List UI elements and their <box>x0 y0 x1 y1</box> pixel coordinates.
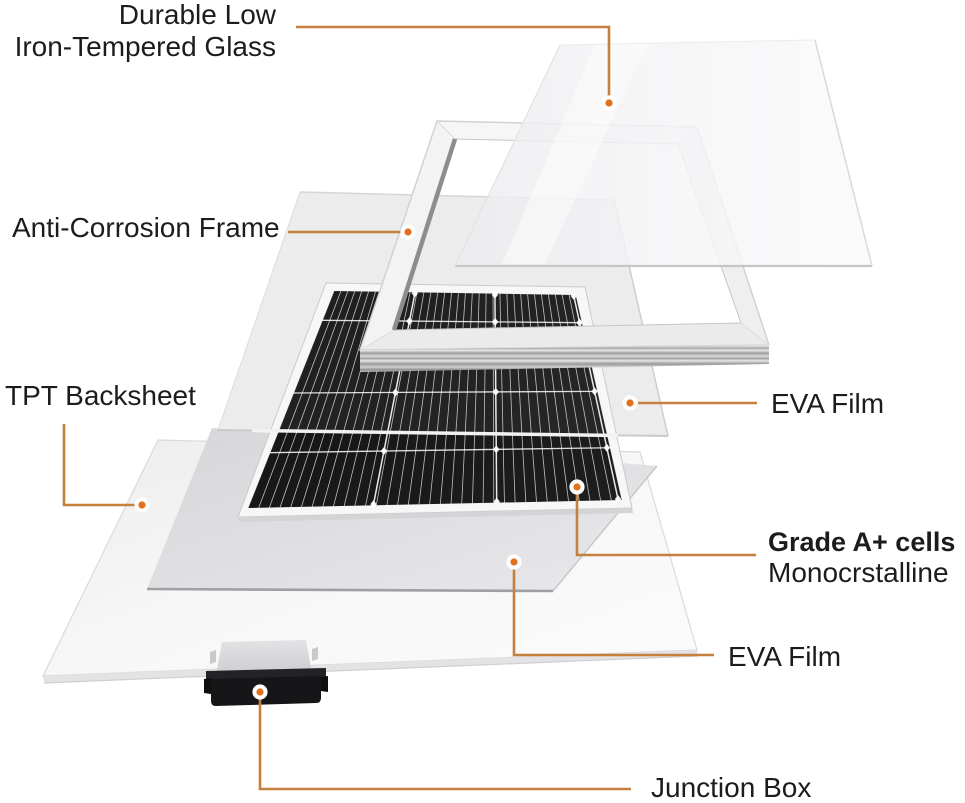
busbar-marker <box>491 290 499 299</box>
leader-dots <box>134 95 638 700</box>
busbar-marker <box>392 388 399 397</box>
leader-line-glass <box>296 25 611 97</box>
busbar-marker <box>493 497 500 506</box>
label-cells-title: Grade A+ cells <box>768 527 955 557</box>
busbar-marker <box>370 500 377 509</box>
busbar-marker <box>591 387 598 396</box>
busbar-marker <box>603 443 611 452</box>
leader-dot-cells <box>569 479 585 495</box>
leader-dot-eva-bottom <box>506 554 522 570</box>
junction-box-lid <box>216 640 312 675</box>
label-glass-line2: Iron-Tempered Glass <box>15 31 276 62</box>
busbar-marker <box>406 317 413 326</box>
label-glass-line1: Durable Low <box>119 0 277 30</box>
label-junction-box: Junction Box <box>651 772 811 803</box>
leader-lines <box>62 25 757 791</box>
busbar-marker <box>576 318 583 327</box>
glass-sheet <box>454 39 873 268</box>
leader-line-backsheet <box>62 424 135 507</box>
leader-line-junction <box>258 699 631 791</box>
busbar-marker <box>570 291 578 300</box>
leader-line-cells <box>575 494 756 557</box>
leader-dot-eva-top <box>622 395 638 411</box>
label-cells-subtitle: Monocrstalline <box>768 557 949 588</box>
label-frame: Anti-Corrosion Frame <box>12 212 280 243</box>
busbar-marker <box>411 289 419 298</box>
busbar-marker <box>614 495 622 504</box>
busbar-marker <box>492 387 499 396</box>
label-eva-film-bottom: EVA Film <box>728 641 841 672</box>
busbar-marker <box>493 445 500 454</box>
eva-edge-highlight <box>251 428 619 438</box>
diagram-labels: Durable Low Iron-Tempered Glass Anti-Cor… <box>5 0 955 803</box>
leader-dot-frame <box>400 224 416 240</box>
leader-line-eva-bottom <box>512 569 714 657</box>
junction-box <box>204 640 328 706</box>
leader-dot-backsheet <box>134 497 150 513</box>
leader-dot-junction <box>252 684 268 700</box>
label-backsheet: TPT Backsheet <box>5 380 196 411</box>
busbar-marker <box>380 447 388 456</box>
frame-inner-shadow-edge <box>391 138 458 331</box>
label-eva-film-top: EVA Film <box>771 388 884 419</box>
frame-front-rail <box>360 345 769 372</box>
leader-dot-glass <box>601 95 617 111</box>
busbar-marker <box>491 317 499 326</box>
